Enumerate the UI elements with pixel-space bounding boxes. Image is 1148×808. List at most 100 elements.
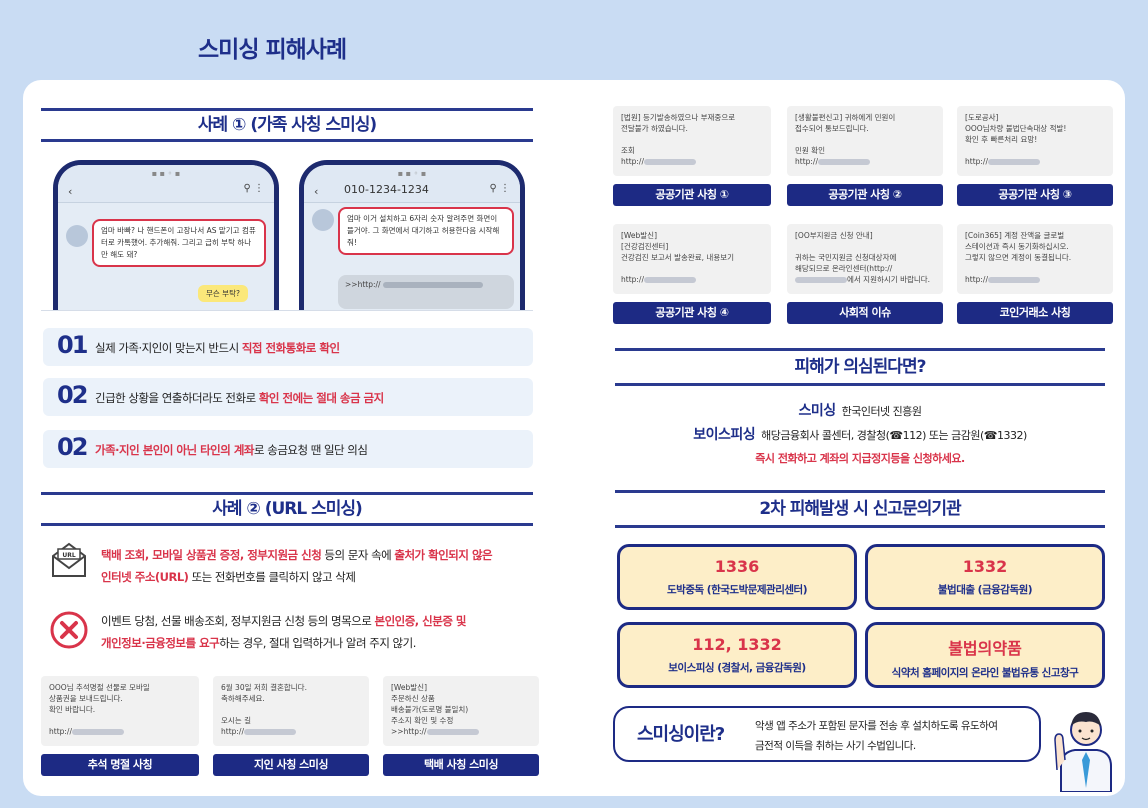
tip-item: 02 긴급한 상황을 연출하더라도 전화로 확인 전에는 절대 송금 금지 [43,378,533,416]
sms-label: 공공기관 사칭 ② [787,184,943,206]
sms-label: 공공기관 사칭 ③ [957,184,1113,206]
sms-label: 택배 사칭 스미싱 [383,754,539,776]
sms-line: [Web발신] [621,231,658,240]
text: 또는 전화번호를 클릭하지 않고 삭제 [188,570,356,584]
phone-mockup-1: ▪ ▪ ◦ ▪ ‹ ⚲ ⋮ 엄마 바빠? 나 핸드폰이 고장나서 AS 맡기고 … [53,160,279,310]
blurred-url [817,159,870,165]
warning-text: 즉시 전화하고 계좌의 지급정지등을 신청하세요. [755,452,965,465]
blurred-url [71,729,124,735]
sms-line: 해당되므로 온라인센터(http:// [795,264,893,273]
avatar [312,209,334,231]
chat-bubble-link: >>http:// [338,275,514,309]
agency-number: 불법의약품 [948,639,1022,658]
highlight: 개인정보·금융정보를 요구 [101,636,220,650]
sms-line: 오시는 길 [221,716,251,725]
sms-sample: [Coin365] 계정 잔액을 글로벌 스테이션과 즉시 동기화하십시오. 그… [957,224,1113,294]
url-warning-text: 택배 조회, 모바일 상품권 증정, 정부지원금 신청 등의 문자 속에 출처가… [101,544,531,588]
sms-line: [법원] 등기발송하였으나 부재중으로 [621,113,736,122]
text: 이벤트 당첨, 선물 배송조회, 정부지원금 신청 등의 명목으로 [101,614,375,628]
definition-box: 스미싱이란? 악생 앱 주소가 포함된 문자를 전송 후 설치하도록 유도하여 … [613,706,1041,762]
highlight: 출처가 확인되지 않은 [394,548,493,562]
sms-label: 코인거래소 사칭 [957,302,1113,324]
sms-line [965,263,1105,274]
tip-number: 01 [57,331,88,359]
sms-line: [Coin365] 계정 잔액을 글로벌 [965,231,1065,240]
sms-line [965,145,1105,156]
tip-item: 01 실제 가족·지인이 맞는지 반드시 직접 전화통화로 확인 [43,328,533,366]
blurred-url [243,729,296,735]
chat-bubble-message: 엄마 이거 설치하고 6자리 숫자 알려주면 화면이 뜰거야. 그 화면에서 대… [338,207,514,255]
sms-link: http:// [965,157,988,166]
sms-link: >>http:// [391,727,427,736]
voice-text: 해당금융회사 콜센터, 경찰청(☎112) 또는 금감원(☎1332) [761,429,1027,442]
sms-sample: [Web발신] 주문하신 상품 배송불가(도로명 불일치) 주소지 확인 및 수… [383,676,539,746]
agency-name: 식약처 홈페이지의 온라인 불법유통 신고창구 [891,667,1079,679]
sms-line: OOO님차량 불법단속대상 적발! [965,124,1067,133]
tip-highlight: 확인 전에는 절대 송금 금지 [258,391,384,405]
definition-line: 금전적 이득을 취하는 사기 수법입니다. [755,740,916,752]
agency-name: 보이스피싱 (경찰서, 금융감독원) [668,662,806,674]
sms-link: http:// [221,727,244,736]
highlight: 택배 조회, 모바일 상품권 증정, 정부지원금 신청 [101,548,322,562]
agency-number: 1332 [962,557,1008,576]
sms-line: 배송불가(도로명 불일치) [391,705,469,714]
sms-line: [건강검진센터] [621,242,669,251]
blurred-url [795,277,847,283]
sms-line [795,241,935,252]
sms-line: 전달불가 하였습니다. [621,124,688,133]
blurred-url [987,159,1040,165]
sms-line [49,715,191,726]
sms-line: 그렇지 않으면 계정이 동결됩니다. [965,253,1072,262]
status-bar-icons: ▪ ▪ ◦ ▪ [397,169,427,178]
report-heading: 2차 피해발생 시 신고문의기관 [615,490,1105,528]
smishing-text: 한국인터넷 진흥원 [841,405,922,418]
sms-sample: [OO부지원금 신청 안내] 귀하는 국민지원금 신청대상자에 해당되므로 온라… [787,224,943,294]
sms-line [795,134,935,145]
sms-link: http:// [49,727,72,736]
tip-number: 02 [57,381,88,409]
tip-text: 실제 가족·지인이 맞는지 반드시 [95,341,242,355]
case2-heading: 사례 ② (URL 스미싱) [41,492,533,526]
page-title: 스미싱 피해사례 [198,37,347,63]
info-warning-text: 이벤트 당첨, 선물 배송조회, 정부지원금 신청 등의 명목으로 본인인증, … [101,610,531,654]
sms-line: 건강검진 보고서 발송완료, 내용보기 [621,253,735,262]
url-icon-label: URL [62,552,75,559]
chat-bubble-reply: 무슨 부탁? [198,285,248,302]
sms-line: [OO부지원금 신청 안내] [795,231,873,240]
prohibit-x-icon [49,610,89,650]
smishing-contact: 스미싱 한국인터넷 진흥원 [615,400,1105,420]
sms-line: [Web발신] [391,683,428,692]
sms-label: 추석 명절 사칭 [41,754,199,776]
blurred-url [987,277,1040,283]
agency-box: 불법의약품 식약처 홈페이지의 온라인 불법유통 신고창구 [865,622,1105,688]
presenter-illustration [1053,700,1119,793]
agency-box: 1336 도박중독 (한국도박문제관리센터) [617,544,857,610]
smishing-label: 스미싱 [798,403,836,419]
sms-label: 사회적 이슈 [787,302,943,324]
sms-line: 축하해주세요. [221,694,265,703]
status-bar-icons: ▪ ▪ ◦ ▪ [151,169,181,178]
sms-line [221,704,361,715]
agency-box: 1332 불법대출 (금융감독원) [865,544,1105,610]
sms-link: http:// [621,275,644,284]
tip-number: 02 [57,433,88,461]
agency-number: 1336 [714,557,760,576]
back-arrow-icon: ‹ [68,185,73,198]
definition-line: 악생 앱 주소가 포함된 문자를 전송 후 설치하도록 유도하여 [755,720,998,732]
text: 등의 문자 속에 [321,548,395,562]
phone-mockup-2: ▪ ▪ ◦ ▪ ‹ 010-1234-1234 ⚲ ⋮ 엄마 이거 설치하고 6… [299,160,525,310]
sms-line: 6월 30일 저희 결혼합니다. [221,683,307,692]
sms-line: [생활불편신고] 귀하에게 민원이 [795,113,896,122]
sms-line: 조회 [621,146,635,155]
blurred-url [643,277,696,283]
sms-sample: [도로공사] OOO님차량 불법단속대상 적발! 확인 후 빠른처리 요망! h… [957,106,1113,176]
sms-link: http:// [621,157,644,166]
sms-link: 에서 지원하시기 바랍니다. [847,275,931,284]
tip-text: 로 송금요청 땐 일단 의심 [254,443,368,457]
sms-label: 공공기관 사칭 ④ [613,302,771,324]
content-card: 사례 ① (가족 사칭 스미싱) ▪ ▪ ◦ ▪ ‹ ⚲ ⋮ 엄마 바빠? 나 … [23,80,1125,796]
divider [41,310,533,311]
sms-line: 접수되어 통보드립니다. [795,124,869,133]
blurred-url [643,159,696,165]
search-icon: ⚲ ⋮ [489,183,510,194]
